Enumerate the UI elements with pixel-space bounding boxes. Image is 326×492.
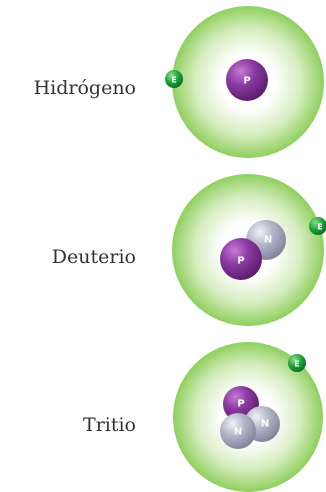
svg-text:P: P (243, 76, 250, 87)
atom-deuterium: Deuterio N P E (0, 172, 326, 326)
atom-hydrogen: Hidrógeno P E (0, 0, 326, 158)
atom-label-deuterium: Deuterio (51, 246, 136, 268)
atom-label-hydrogen: Hidrógeno (33, 77, 136, 99)
electron: E (165, 70, 183, 88)
svg-text:P: P (237, 256, 244, 267)
proton: P (220, 238, 262, 280)
svg-text:E: E (294, 360, 299, 369)
svg-text:N: N (264, 235, 272, 246)
hydrogen-diagram: P E (165, 6, 324, 158)
tritium-diagram: P N N E (173, 342, 323, 492)
atom-label-tritium: Tritio (83, 414, 136, 436)
deuterium-diagram: N P E (172, 174, 326, 326)
svg-text:P: P (237, 399, 244, 410)
svg-text:N: N (234, 427, 242, 438)
neutron: N (220, 413, 256, 449)
proton: P (226, 59, 268, 101)
svg-text:E: E (317, 223, 322, 232)
electron: E (309, 217, 326, 235)
electron: E (288, 354, 306, 372)
svg-text:N: N (261, 419, 269, 430)
svg-text:E: E (171, 76, 176, 85)
atom-tritium: Tritio P N N E (0, 342, 326, 492)
